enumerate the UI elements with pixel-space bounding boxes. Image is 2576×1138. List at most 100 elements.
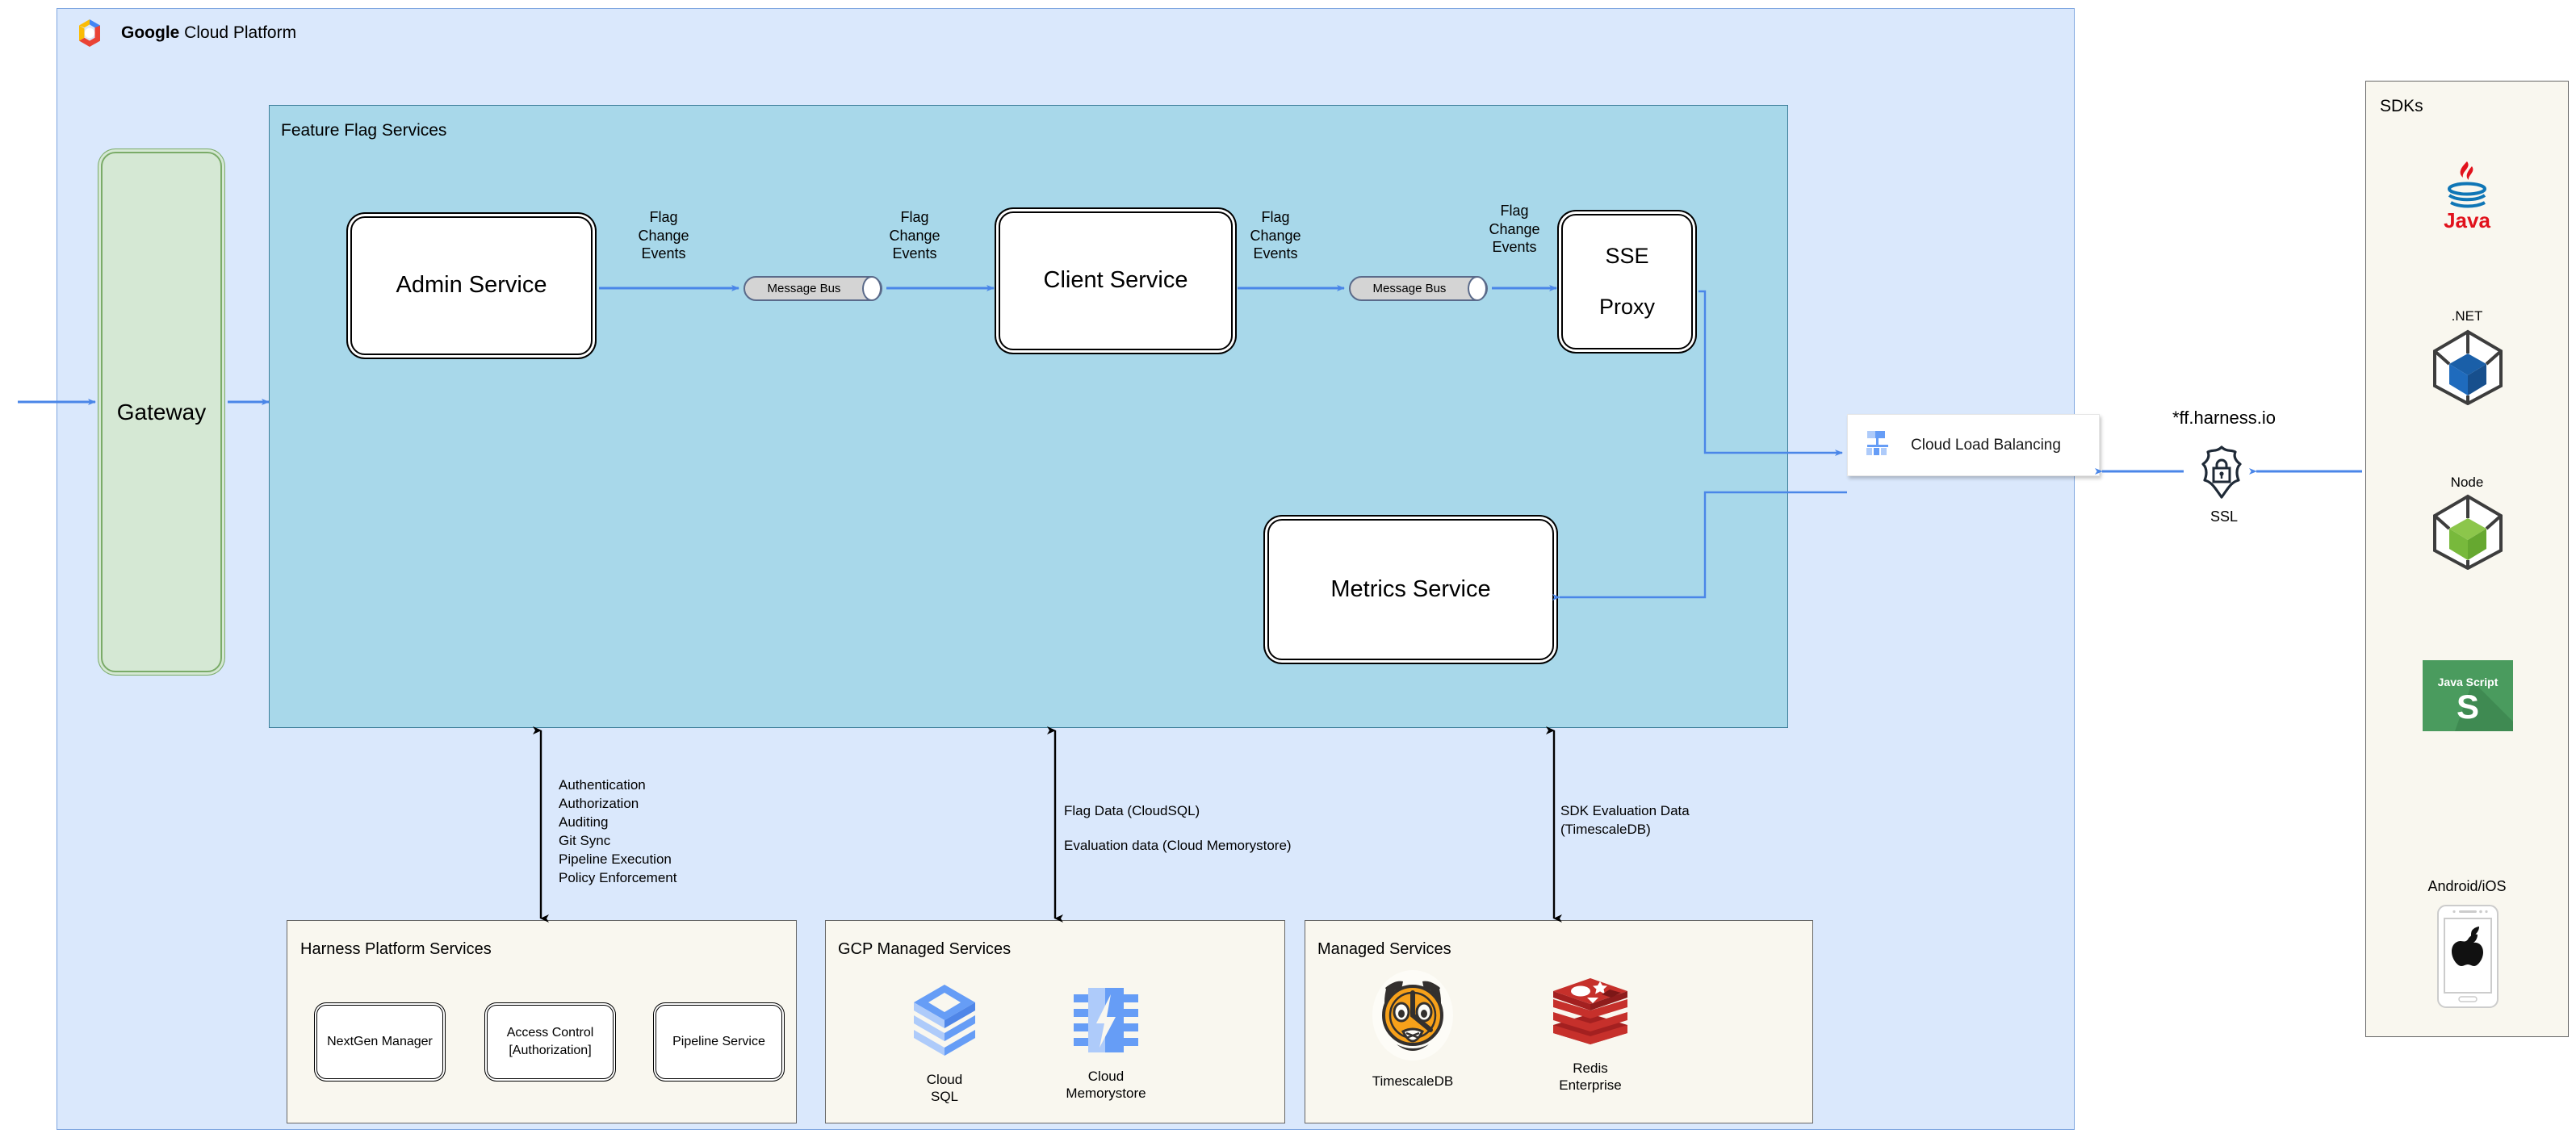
cloud-sql-line2: SQL	[930, 1089, 959, 1105]
edge-label-line1: Flag	[1500, 203, 1529, 219]
gcp-title-rest: Cloud Platform	[179, 23, 297, 42]
cloud-memorystore-item[interactable]: Cloud Memorystore	[1041, 983, 1171, 1102]
cloud-sql-item[interactable]: Cloud SQL	[896, 983, 993, 1106]
note-line: Evaluation data (Cloud Memorystore)	[1064, 837, 1292, 853]
node-cube-icon	[2431, 494, 2504, 571]
access-control-box[interactable]: Access Control [Authorization]	[487, 1005, 614, 1079]
edge-label-line3: Events	[892, 245, 937, 261]
cloud-memorystore-caption: Cloud Memorystore	[1041, 1068, 1171, 1102]
message-bus-2[interactable]: Message Bus	[1349, 276, 1488, 301]
access-control-line1: Access Control	[506, 1026, 594, 1040]
access-control-label: Access Control [Authorization]	[507, 1024, 594, 1059]
note-line: SDK Evaluation Data	[1560, 803, 1690, 818]
cloud-load-balancing-icon	[1862, 428, 1893, 462]
timescaledb-line1: TimescaleDB	[1372, 1073, 1454, 1089]
sse-proxy-label-line1: SSE	[1605, 244, 1649, 269]
svg-text:Java Script: Java Script	[2438, 676, 2499, 688]
cloud-load-balancing-card[interactable]: Cloud Load Balancing	[1847, 414, 2100, 476]
redis-logo	[1550, 978, 1631, 1052]
edge-label-line2: Change	[889, 227, 940, 244]
java-logo: Java	[2430, 158, 2504, 232]
android-ios-caption: Android/iOS	[2427, 878, 2507, 894]
gcp-data-notes: Flag Data (CloudSQL) Evaluation data (Cl…	[1064, 802, 1403, 856]
admin-service-label: Admin Service	[396, 272, 547, 299]
edge-label-line1: Flag	[1261, 209, 1290, 225]
sse-proxy-label: SSE Proxy	[1599, 244, 1655, 319]
shield-lock-icon	[2192, 442, 2251, 502]
node-caption: Node	[2450, 475, 2484, 490]
mobile-apple-icon	[2436, 904, 2499, 1009]
gateway-label: Gateway	[116, 399, 207, 425]
cloud-sql-icon	[911, 985, 978, 1064]
redis-line2: Enterprise	[1559, 1077, 1622, 1094]
edge-label-line3: Events	[1253, 245, 1298, 261]
redis-line1: Redis	[1573, 1061, 1608, 1076]
edge-label-line1: Flag	[900, 209, 929, 225]
note-line: Authorization	[559, 795, 639, 811]
cloud-memorystore-line2: Memorystore	[1066, 1086, 1146, 1102]
managed-data-notes: SDK Evaluation Data (TimescaleDB)	[1560, 802, 1786, 839]
pipeline-service-box[interactable]: Pipeline Service	[656, 1005, 782, 1079]
note-line: Auditing	[559, 814, 609, 830]
edge-label-line1: Flag	[649, 209, 678, 225]
edge-label-line3: Events	[641, 245, 686, 261]
nextgen-manager-box[interactable]: NextGen Manager	[316, 1005, 443, 1079]
metrics-service-label: Metrics Service	[1330, 575, 1491, 602]
gateway-box[interactable]: Gateway	[101, 152, 222, 672]
cloud-memorystore-icon	[1069, 988, 1143, 1061]
feature-flag-services-title: Feature Flag Services	[281, 121, 447, 140]
harness-platform-services-title: Harness Platform Services	[300, 940, 492, 958]
sse-proxy-label-line2: Proxy	[1598, 294, 1656, 319]
client-service-box[interactable]: Client Service	[999, 211, 1233, 350]
ff-domain-label: *ff.harness.io	[2172, 408, 2276, 428]
dotnet-cube-icon	[2431, 329, 2504, 406]
client-service-label: Client Service	[1043, 267, 1188, 294]
pipeline-service-label: Pipeline Service	[672, 1035, 765, 1049]
sse-proxy-box[interactable]: SSE Proxy	[1561, 214, 1693, 349]
dotnet-caption: .NET	[2451, 308, 2483, 324]
managed-services-title: Managed Services	[1317, 940, 1451, 958]
note-line: (TimescaleDB)	[1560, 821, 1651, 837]
access-control-line2: [Authorization]	[509, 1044, 592, 1057]
note-line: Pipeline Execution	[559, 851, 672, 867]
metrics-service-box[interactable]: Metrics Service	[1267, 519, 1554, 660]
cloud-sql-line1: Cloud	[926, 1072, 963, 1087]
cloud-memorystore-line1: Cloud	[1087, 1069, 1125, 1084]
harness-platform-notes: Authentication Authorization Auditing Gi…	[559, 776, 817, 888]
gcp-platform-title: Google Cloud Platform	[121, 21, 605, 45]
timescaledb-logo	[1371, 970, 1455, 1065]
message-bus-cap-icon	[1468, 276, 1487, 301]
note-line: Flag Data (CloudSQL)	[1064, 803, 1200, 818]
timescaledb-caption: TimescaleDB	[1348, 1073, 1477, 1090]
note-line: Git Sync	[559, 832, 611, 848]
message-bus-cap-icon	[862, 276, 882, 301]
edge-label-flag-change-events-1: Flag Change Events	[615, 208, 712, 263]
javascript-logo: Java Script S	[2423, 660, 2513, 731]
cloud-sql-caption: Cloud SQL	[896, 1071, 993, 1106]
note-spacer	[1064, 821, 1403, 837]
edge-label-flag-change-events-4: Flag Change Events	[1466, 202, 1563, 257]
message-bus-1[interactable]: Message Bus	[743, 276, 882, 301]
svg-text:Java: Java	[2444, 208, 2490, 232]
feature-flag-services-panel	[269, 105, 1788, 728]
message-bus-2-label: Message Bus	[1372, 282, 1447, 295]
edge-label-line2: Change	[1489, 220, 1540, 237]
edge-label-line2: Change	[638, 227, 689, 244]
admin-service-box[interactable]: Admin Service	[350, 216, 593, 355]
ssl-label: SSL	[2209, 508, 2239, 525]
note-line: Policy Enforcement	[559, 869, 677, 885]
edge-label-flag-change-events-3: Flag Change Events	[1227, 208, 1324, 263]
gcp-managed-services-panel	[825, 920, 1285, 1123]
timescaledb-item[interactable]: TimescaleDB	[1348, 969, 1477, 1090]
nextgen-manager-label: NextGen Manager	[327, 1035, 433, 1049]
cloud-load-balancing-label: Cloud Load Balancing	[1911, 436, 2061, 454]
gcp-title-bold: Google	[121, 23, 180, 42]
edge-label-line3: Events	[1492, 239, 1537, 255]
redis-item[interactable]: Redis Enterprise	[1526, 975, 1655, 1094]
note-line: Authentication	[559, 777, 646, 793]
sdks-title: SDKs	[2380, 97, 2423, 115]
gcp-managed-services-title: GCP Managed Services	[838, 940, 1012, 958]
edge-label-flag-change-events-2: Flag Change Events	[866, 208, 963, 263]
message-bus-1-label: Message Bus	[767, 282, 841, 295]
